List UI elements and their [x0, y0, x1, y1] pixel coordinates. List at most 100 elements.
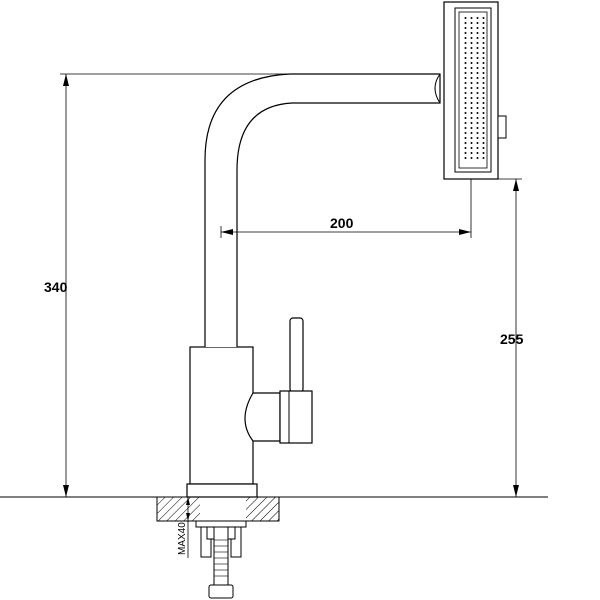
nozzle-dot	[464, 82, 467, 84]
nozzle-dot	[464, 152, 467, 154]
nozzle-dot	[476, 142, 479, 144]
nozzle-dot	[470, 72, 473, 74]
nozzle-dot	[476, 42, 479, 44]
nozzle-dot	[464, 27, 467, 29]
nozzle-dot	[476, 57, 479, 59]
nozzle-dot	[476, 97, 479, 99]
nozzle-dot	[476, 27, 479, 29]
nozzle-dot	[482, 102, 485, 104]
base-flange	[186, 483, 258, 498]
nozzle-dot	[464, 17, 467, 19]
nozzle-dot	[470, 62, 473, 64]
nozzle-dot	[476, 147, 479, 149]
shower-inner	[458, 11, 488, 169]
dim-reach-arrow-left	[221, 229, 233, 235]
nozzle-dot	[482, 37, 485, 39]
dim-height-arrow-bottom	[63, 485, 69, 497]
nozzle-dot	[470, 117, 473, 119]
spout-tube	[204, 73, 441, 347]
nozzle-dot	[476, 137, 479, 139]
mount-bracket-left	[200, 526, 212, 558]
nozzle-dot	[482, 47, 485, 49]
nozzle-dot	[464, 147, 467, 149]
nozzle-dot	[482, 87, 485, 89]
dim-reach-arrow-right	[459, 229, 471, 235]
nozzle-dot	[482, 22, 485, 24]
nozzle-dot	[464, 137, 467, 139]
dim-spout-arrow-top	[513, 179, 519, 191]
nozzle-dot	[464, 157, 467, 159]
shower-button	[497, 115, 507, 139]
dim-spout-label: 255	[500, 331, 524, 347]
nozzle-dot	[476, 62, 479, 64]
nozzle-dot	[470, 132, 473, 134]
nozzle-dot	[482, 52, 485, 54]
nozzle-dot	[476, 87, 479, 89]
mount-washer	[195, 520, 247, 528]
dim-reach-label: 200	[330, 215, 354, 231]
nozzle-dot	[470, 157, 473, 159]
nozzle-dot	[464, 122, 467, 124]
dim-max-arrow-bottom	[186, 513, 190, 521]
nozzle-dot	[470, 97, 473, 99]
nozzle-dot	[476, 67, 479, 69]
nozzle-dot	[464, 32, 467, 34]
nozzle-dot	[482, 32, 485, 34]
nozzle-dot	[464, 52, 467, 54]
nozzle-dot	[470, 27, 473, 29]
nozzle-dot	[476, 157, 479, 159]
dim-spout-arrow-bottom	[513, 485, 519, 497]
nozzle-dot	[482, 57, 485, 59]
nozzle-dot	[476, 102, 479, 104]
nozzle-dot	[464, 57, 467, 59]
nozzle-dot	[470, 22, 473, 24]
nozzle-dot	[470, 92, 473, 94]
nozzle-dot	[470, 147, 473, 149]
nozzle-dot	[470, 127, 473, 129]
nozzle-dot	[482, 117, 485, 119]
nozzle-dot	[476, 22, 479, 24]
nozzle-dot	[476, 72, 479, 74]
nozzle-dot	[464, 102, 467, 104]
nozzle-dot	[482, 152, 485, 154]
dim-height-arrow-top	[63, 74, 69, 86]
nozzle-dot	[464, 92, 467, 94]
nozzle-dot	[470, 52, 473, 54]
nozzle-dot	[464, 67, 467, 69]
nozzle-dot	[476, 32, 479, 34]
handle-cartridge	[244, 392, 281, 442]
nozzle-dot	[482, 17, 485, 19]
nozzle-dot	[476, 82, 479, 84]
nozzle-dot	[476, 107, 479, 109]
nozzle-dot	[482, 92, 485, 94]
nozzle-dot	[482, 122, 485, 124]
nozzle-dot	[482, 127, 485, 129]
nozzle-dot	[470, 87, 473, 89]
nozzle-dot	[464, 112, 467, 114]
mount-hole	[200, 497, 246, 521]
nozzle-dot	[470, 67, 473, 69]
nozzle-dot	[482, 67, 485, 69]
nozzle-dot	[464, 77, 467, 79]
dim-height-label: 340	[44, 279, 68, 295]
nozzle-dot	[464, 42, 467, 44]
spout-nozzle-curve	[434, 73, 441, 104]
nozzle-dot	[482, 107, 485, 109]
mount-rod-end	[208, 584, 234, 599]
nozzle-dot	[464, 72, 467, 74]
nozzle-dot	[476, 92, 479, 94]
nozzle-dot	[482, 97, 485, 99]
nozzle-dot	[470, 122, 473, 124]
nozzle-dot	[470, 57, 473, 59]
nozzle-dot	[470, 37, 473, 39]
nozzle-dot	[470, 77, 473, 79]
nozzle-dot	[464, 22, 467, 24]
dim-max-arrow-top	[186, 497, 190, 505]
nozzle-dot	[464, 142, 467, 144]
nozzle-dot	[464, 97, 467, 99]
nozzle-dot	[482, 72, 485, 74]
nozzle-dot	[464, 62, 467, 64]
nozzle-dot	[464, 87, 467, 89]
